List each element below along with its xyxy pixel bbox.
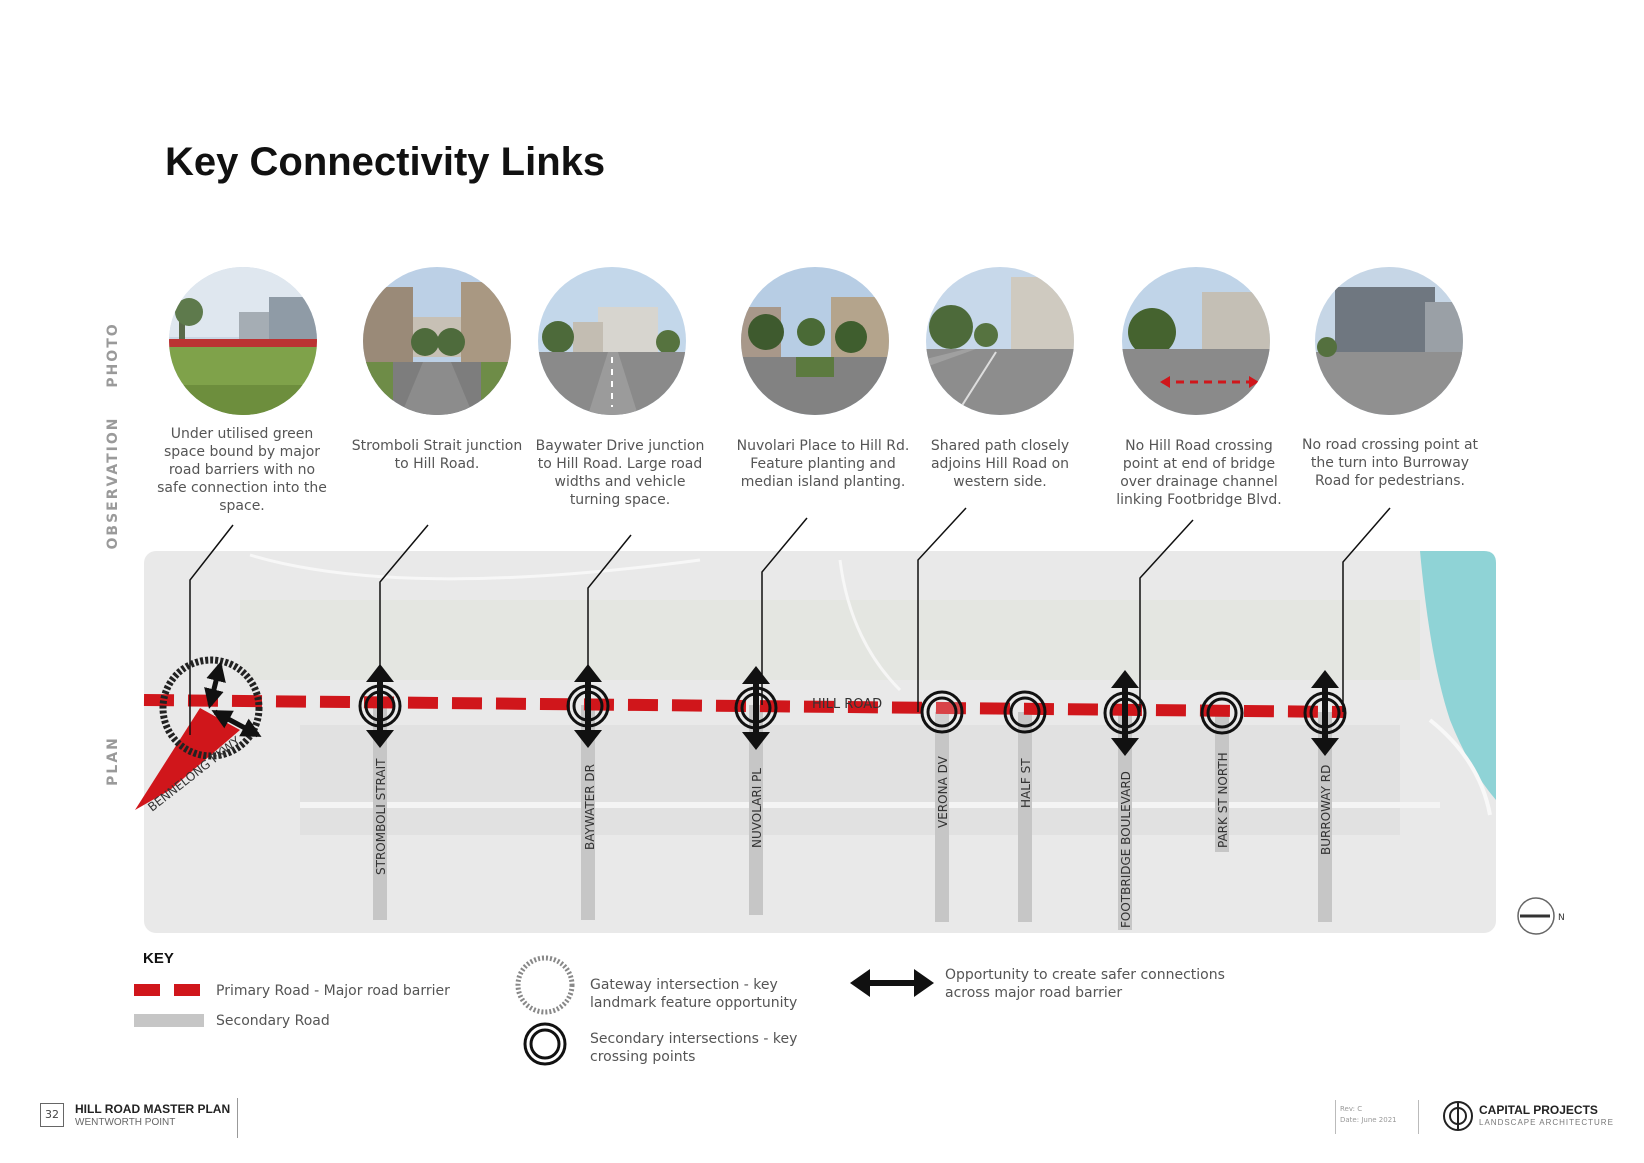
revision-label: Rev: C [1340, 1105, 1363, 1113]
photo-6 [1122, 267, 1270, 415]
brand-subtitle: LANDSCAPE ARCHITECTURE [1479, 1118, 1614, 1127]
key-primary-road-label: Primary Road - Major road barrier [216, 983, 450, 999]
label-hill-road: HILL ROAD [812, 697, 882, 712]
key-secondary-intersection-symbol [523, 1022, 567, 1066]
observation-3: Baywater Drive junction to Hill Road. La… [535, 438, 705, 508]
secondary-road-park [1215, 712, 1229, 852]
observation-1: Under utilised green space bound by majo… [157, 426, 327, 514]
opportunity-arrows [377, 680, 1328, 740]
page-number: 32 [40, 1103, 64, 1127]
footer-divider-brand [1418, 1100, 1419, 1134]
key-secondary-road-swatch [134, 1014, 204, 1027]
key-secondary-intersection-label: Secondary intersections - key crossing p… [590, 1031, 798, 1065]
secondary-road-baywater [581, 705, 595, 920]
observation-7: No road crossing point at the turn into … [1301, 437, 1479, 489]
photo-3 [538, 267, 686, 415]
label-street-verona: VERONA DV [936, 755, 950, 828]
photo-5 [926, 267, 1074, 415]
key-opportunity-label: Opportunity to create safer connections … [945, 967, 1225, 1001]
secondary-road-stromboli [373, 705, 387, 920]
secondary-road-half [1018, 712, 1032, 922]
intersection-park [1200, 691, 1244, 735]
footer-divider-rev [1335, 1100, 1336, 1134]
key-secondary-road-label: Secondary Road [216, 1013, 330, 1029]
key-gateway-symbol [515, 955, 575, 1015]
observation-4: Nuvolari Place to Hill Rd. Feature plant… [736, 438, 910, 490]
key-gateway-label: Gateway intersection - key landmark feat… [590, 977, 798, 1011]
water-body [1420, 551, 1496, 800]
intersection-half [1003, 690, 1047, 734]
observation-2: Stromboli Strait junction to Hill Road. [351, 438, 523, 472]
gateway-intersection-bennelong [159, 656, 263, 760]
secondary-road-nuvolari [749, 705, 763, 915]
footer-divider-left [237, 1098, 238, 1138]
document-subtitle: WENTWORTH POINT [75, 1117, 176, 1128]
revision-date: Date: June 2021 [1340, 1116, 1397, 1124]
label-street-stromboli: STROMBOLI STRAIT [374, 758, 388, 875]
label-street-footbridge: FOOTBRIDGE BOULEVARD [1119, 771, 1133, 928]
label-street-burroway: BURROWAY RD [1319, 765, 1333, 855]
brand-name: CAPITAL PROJECTS [1479, 1103, 1598, 1117]
label-street-baywater: BAYWATER DR [583, 764, 597, 850]
revision-info: Rev: C Date: June 2021 [1340, 1104, 1397, 1126]
label-street-nuvolari: NUVOLARI PL [750, 768, 764, 848]
brand-logo-icon [1443, 1101, 1473, 1131]
document-title: HILL ROAD MASTER PLAN [75, 1102, 231, 1116]
label-street-half: HALF ST [1019, 758, 1033, 808]
secondary-road-footbridge [1118, 712, 1132, 930]
secondary-road-burroway [1318, 712, 1332, 922]
photo-2 [363, 267, 511, 415]
north-label: N [1558, 913, 1565, 923]
secondary-road-verona [935, 712, 949, 922]
primary-road-hill-road [143, 694, 1346, 718]
observation-6: No Hill Road crossing point at end of br… [1116, 438, 1282, 508]
label-street-park: PARK ST NORTH [1216, 752, 1230, 848]
page-title: Key Connectivity Links [165, 140, 606, 184]
observation-5: Shared path closely adjoins Hill Road on… [930, 438, 1070, 490]
key-title: KEY [143, 950, 174, 967]
